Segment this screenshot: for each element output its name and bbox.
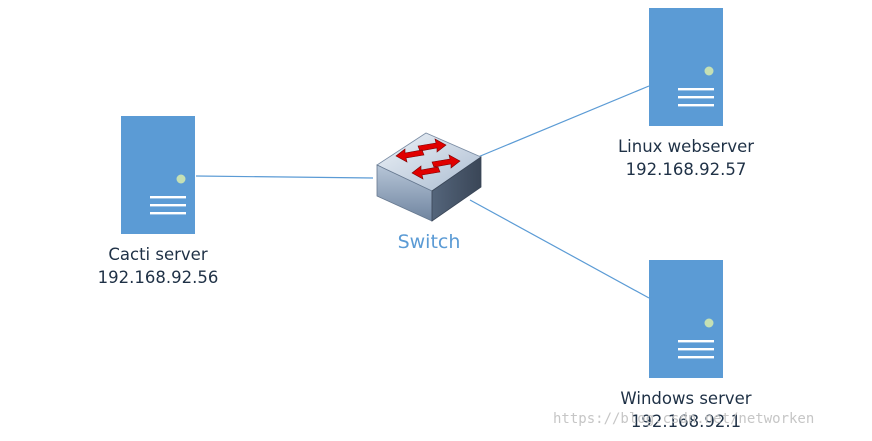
linux-webserver-node xyxy=(649,8,723,126)
windows-server-name: Windows server xyxy=(620,389,752,408)
windows-server-ip: 192.168.92.1 xyxy=(630,412,742,431)
cacti-server-node xyxy=(121,116,195,234)
cacti-server-ip: 192.168.92.56 xyxy=(97,268,219,287)
server-icon xyxy=(121,116,195,234)
switch-arrows-icon xyxy=(395,138,461,180)
watermark-text: https://blog.csdn.net/networken xyxy=(553,411,815,427)
server-icon xyxy=(649,8,723,126)
link-cacti-switch xyxy=(195,175,374,179)
server-icon xyxy=(649,260,723,378)
cacti-server-label: Cacti server 192.168.92.56 xyxy=(58,243,258,289)
switch-node xyxy=(376,132,482,222)
link-switch-windows xyxy=(469,199,650,299)
windows-server-node xyxy=(649,260,723,378)
linux-webserver-name: Linux webserver xyxy=(617,137,755,156)
windows-server-label: Windows server 192.168.92.1 xyxy=(586,387,786,433)
link-switch-linux xyxy=(477,85,650,158)
network-switch-icon xyxy=(376,132,482,222)
linux-webserver-label: Linux webserver 192.168.92.57 xyxy=(586,135,786,181)
switch-label: Switch xyxy=(397,231,461,253)
cacti-server-name: Cacti server xyxy=(108,245,208,264)
linux-webserver-ip: 192.168.92.57 xyxy=(625,160,747,179)
